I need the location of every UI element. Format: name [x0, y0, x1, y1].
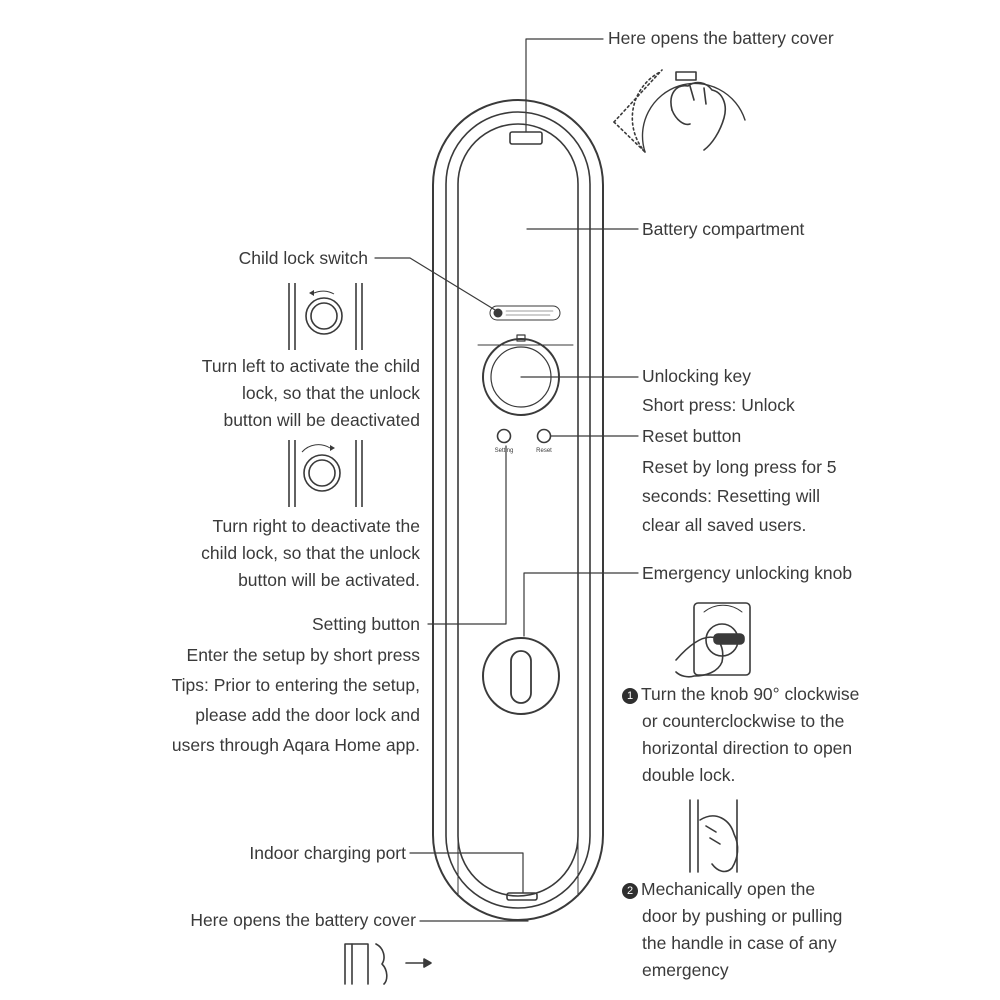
text-line: horizontal direction to open — [642, 738, 853, 758]
text-line: or counterclockwise to the — [642, 711, 845, 731]
step2-line-0: Mechanically open the — [641, 879, 816, 899]
label-emergency-knob: Emergency unlocking knob — [642, 563, 853, 583]
text-line: Tips: Prior to entering the setup, — [171, 675, 420, 695]
text-line: please add the door lock and — [195, 705, 420, 725]
device-label-setting: Setting — [495, 448, 514, 454]
text-line: door by pushing or pulling — [642, 906, 843, 926]
text-line: button will be deactivated — [223, 410, 420, 430]
text-line: double lock. — [642, 765, 736, 785]
handle-push-inset — [689, 799, 739, 873]
text-line: child lock, so that the unlock — [201, 543, 420, 563]
child-lock-left-inset — [288, 283, 363, 350]
reset-desc: Reset by long press for 5 seconds: Reset… — [642, 453, 837, 540]
charging-port — [506, 892, 538, 901]
label-indoor-charging-port: Indoor charging port — [249, 843, 406, 863]
text-line: users through Aqara Home app. — [171, 735, 420, 755]
text-line: seconds: Resetting will — [642, 486, 820, 506]
leader-lines — [374, 38, 639, 922]
battery-cover-inset — [613, 69, 746, 153]
step-number-2: 2 — [622, 883, 638, 899]
reset-button — [536, 428, 552, 444]
text-line: clear all saved users. — [642, 515, 807, 535]
text-line: button will be activated. — [238, 570, 420, 590]
step-number-1: 1 — [622, 688, 638, 704]
text-line: the handle in case of any — [642, 933, 837, 953]
text-line: Reset by long press for 5 — [642, 457, 837, 477]
battery-cover-tab-top — [509, 131, 543, 145]
child-lock-right-desc: Turn right to deactivate the child lock,… — [201, 513, 420, 594]
warning-sticker — [489, 305, 561, 321]
text-line: Enter the setup by short press — [186, 645, 420, 665]
unlocking-key — [482, 334, 560, 416]
text-line: emergency — [642, 960, 729, 980]
child-lock-insets — [288, 283, 363, 507]
label-unlocking-key: Unlocking key — [642, 366, 751, 386]
label-battery-cover-top: Here opens the battery cover — [608, 28, 834, 48]
label-unlocking-key-desc: Short press: Unlock — [642, 395, 795, 415]
text-line: Turn left to activate the child — [201, 356, 420, 376]
bottom-cover-inset — [344, 943, 432, 985]
door-lock-body — [432, 99, 604, 921]
emergency-knob — [482, 637, 560, 715]
step1-line-0: Turn the knob 90° clockwise — [641, 684, 860, 704]
setting-button — [496, 428, 512, 444]
label-reset-button: Reset button — [642, 426, 742, 446]
label-battery-compartment: Battery compartment — [642, 219, 805, 239]
label-battery-cover-bottom: Here opens the battery cover — [190, 910, 416, 930]
device-label-reset: Reset — [536, 448, 552, 454]
knob-hand-inset — [675, 602, 751, 678]
label-setting-button: Setting button — [312, 614, 420, 634]
label-child-lock-switch: Child lock switch — [238, 248, 368, 268]
setting-desc: Enter the setup by short press Tips: Pri… — [172, 640, 420, 760]
child-lock-left-desc: Turn left to activate the child lock, so… — [202, 353, 420, 434]
text-line: Turn right to deactivate the — [212, 516, 420, 536]
child-lock-right-inset — [288, 440, 363, 507]
text-line: lock, so that the unlock — [241, 383, 420, 403]
